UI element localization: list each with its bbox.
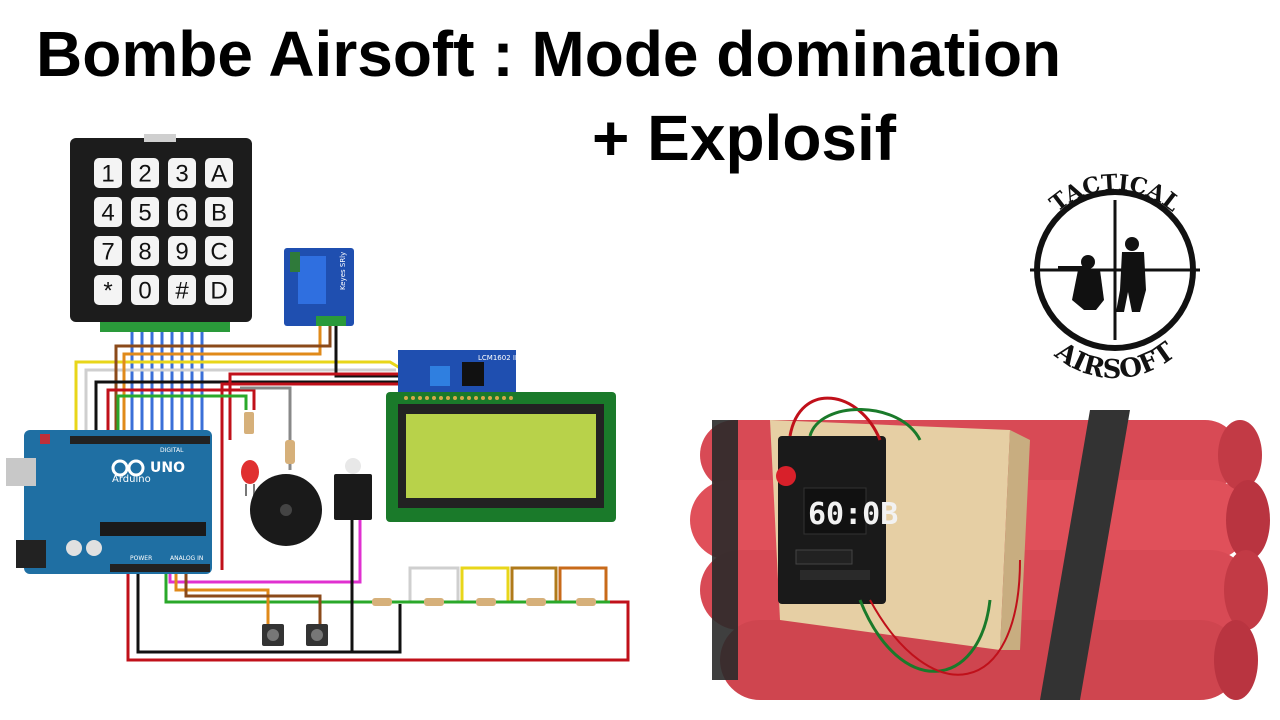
lcd-pin [453, 396, 457, 400]
resistor-chain [372, 598, 596, 606]
title-line-2: + Explosif [592, 102, 897, 174]
keypad-key: 1 [94, 158, 122, 188]
lcd-pin [460, 396, 464, 400]
keypad-key: * [94, 275, 122, 305]
keypad-key-label: 0 [138, 278, 151, 305]
keypad-key: 5 [131, 197, 159, 227]
relay-brand: Keyes SRly [339, 252, 347, 290]
keypad-key-label: 8 [138, 239, 151, 266]
bomb-display-reading: 60:0B [808, 497, 898, 532]
arduino-brand: Arduino [112, 474, 151, 485]
keypad-key-label: D [210, 278, 227, 305]
keypad-key-label: 9 [175, 239, 188, 266]
lcd-pin [495, 396, 499, 400]
lcd-pin [446, 396, 450, 400]
lcd-pin [432, 396, 436, 400]
keypad-key-label: 5 [138, 200, 151, 227]
tactical-airsoft-logo: TACTICAL AIRSOFT [1030, 170, 1200, 385]
keypad-key: D [205, 275, 233, 305]
push-button-2 [306, 624, 328, 646]
title-line-1: Bombe Airsoft : Mode domination [36, 18, 1062, 90]
logo-bottom-text: AIRSOFT [1049, 336, 1181, 385]
power-label: POWER [130, 555, 152, 562]
keypad-key-label: C [210, 239, 227, 266]
keypad-key-label: B [211, 200, 227, 227]
keypad-key: 3 [168, 158, 196, 188]
keypad-key-label: 2 [138, 161, 151, 188]
lcd-pin [474, 396, 478, 400]
lcd-display [386, 392, 616, 522]
keypad-key: 0 [131, 275, 159, 305]
i2c-module: LCM1602 IIC [398, 350, 522, 392]
lcd-pin [502, 396, 506, 400]
digital-label: DIGITAL [160, 447, 184, 454]
wiring [74, 326, 630, 662]
resistor [285, 440, 295, 464]
keypad-key: A [205, 158, 233, 188]
keypad-key: B [205, 197, 233, 227]
keypad-key-label: * [103, 278, 112, 305]
temperature-sensor-module [334, 458, 372, 520]
arduino-board: Arduino UNO DIGITAL POWER ANALOG IN [6, 430, 212, 574]
keypad-ribbon-wires [130, 332, 204, 440]
keypad-key: 8 [131, 236, 159, 266]
keypad-key: 9 [168, 236, 196, 266]
lcd-pin [439, 396, 443, 400]
buzzer [250, 474, 322, 546]
red-button-icon [776, 466, 796, 486]
lcd-pin [404, 396, 408, 400]
push-button-1 [262, 624, 284, 646]
i2c-label: LCM1602 IIC [478, 354, 522, 362]
relay-module: Keyes SRly [284, 248, 354, 326]
lcd-pin [481, 396, 485, 400]
lcd-pin [418, 396, 422, 400]
keypad-key-label: A [211, 161, 227, 188]
arduino-logo-icon [111, 459, 145, 477]
keypad-key-label: 7 [101, 239, 114, 266]
keypad-key: # [168, 275, 196, 305]
analog-label: ANALOG IN [170, 555, 203, 562]
soldiers-silhouette-icon [1058, 237, 1146, 312]
keypad-key-label: # [175, 278, 189, 305]
lcd-pin [509, 396, 513, 400]
lcd-pin [425, 396, 429, 400]
arduino-model: UNO [150, 460, 185, 476]
keypad-key-label: 4 [101, 200, 114, 227]
airsoft-bomb-photo: 60:0B [690, 396, 1270, 700]
reset-button [40, 434, 50, 444]
lcd-pin [467, 396, 471, 400]
keypad-key: 4 [94, 197, 122, 227]
keypad-key-label: 1 [101, 161, 114, 188]
keypad-key: 2 [131, 158, 159, 188]
lcd-pin [411, 396, 415, 400]
red-led [241, 412, 259, 496]
keypad-key: 7 [94, 236, 122, 266]
lcd-pin [488, 396, 492, 400]
keypad-key: C [205, 236, 233, 266]
keypad-key-label: 3 [175, 161, 188, 188]
keypad-key-label: 6 [175, 200, 188, 227]
keypad-key: 6 [168, 197, 196, 227]
